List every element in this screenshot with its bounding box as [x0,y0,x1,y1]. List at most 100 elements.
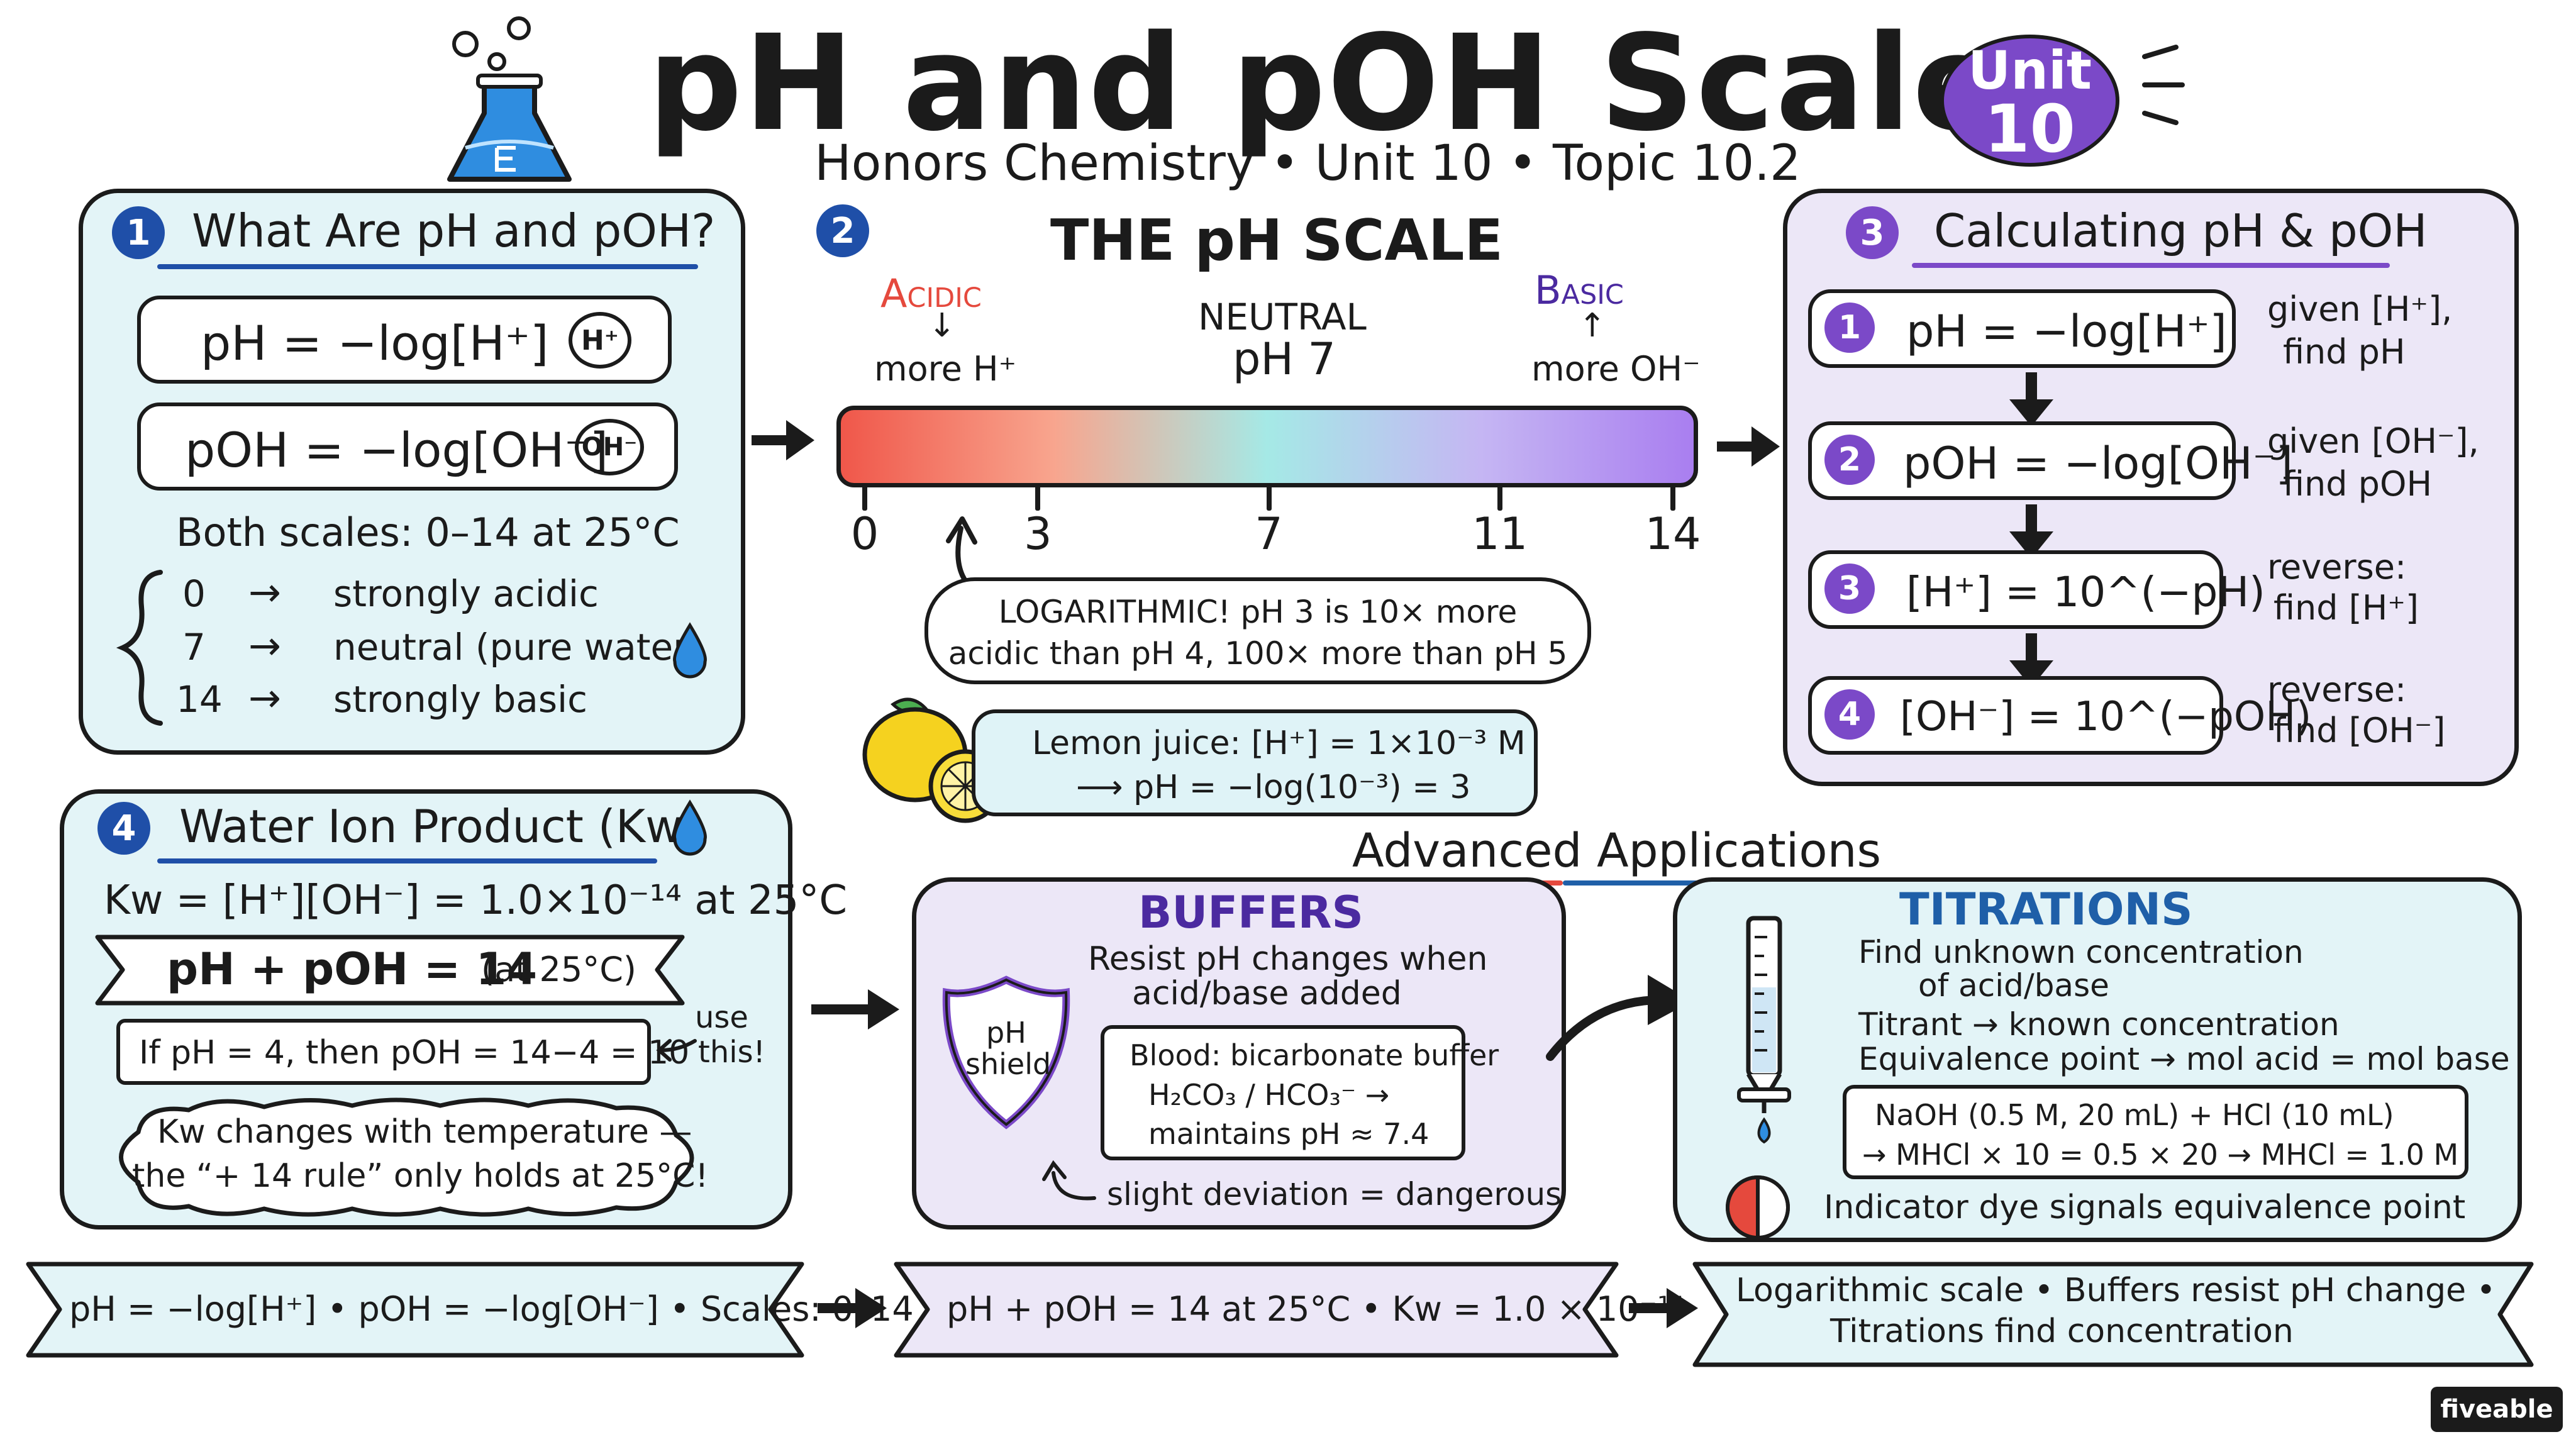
deviation-text: slight deviation = dangerous [1107,1176,1562,1213]
section-4-number: 4 [97,802,150,855]
titration-calc-line-2: → MHCl × 10 = 0.5 × 20 → MHCl = 1.0 M [1862,1138,2459,1172]
arrow-right-icon [1717,426,1780,467]
small-arrow-left-icon [656,1039,697,1062]
ph-tick-mark-3 [1035,484,1041,511]
water-drop-icon [673,622,707,679]
arrow-down-icon [2009,633,2053,687]
ph-formula: pH = −log[H⁺] [201,315,549,371]
section-1-underline [157,264,698,269]
brand-logo-text: fiveable [2440,1395,2553,1424]
buffers-title: BUFFERS [1138,887,1363,938]
shield-icon [942,975,1070,1130]
ph-tick-label-0: 0 [850,508,879,560]
kw-banner-shape [95,935,685,1006]
use-this-line-2: this! [698,1035,765,1070]
titrations-title: TITRATIONS [1899,884,2193,935]
neutral-ph: pH 7 [1233,333,1336,385]
scale-row-1-value: 7 [182,626,206,669]
section-3-title: Calculating pH & pOH [1934,204,2428,257]
burette-icon [1737,916,1791,1144]
brand-logo: fiveable [2431,1387,2563,1432]
arrow-right-icon [1629,1288,1698,1328]
titrations-line-2: of acid/base [1918,967,2109,1004]
emphasis-lines-icon [2142,45,2185,125]
shield-label-1: pH [986,1016,1026,1050]
titrations-line-4: Equivalence point → mol acid = mol base [1858,1041,2510,1077]
arrow-right-icon [818,1288,887,1328]
blood-line-2: H₂CO₃ / HCO₃⁻ → [1148,1078,1390,1112]
ph-tick-mark-0 [862,484,867,511]
ph-tick-label-3: 3 [1024,508,1052,560]
lemon-example-box: Lemon juice: [H⁺] = 1×10⁻³ M ⟶ pH = −log… [972,709,1538,816]
arrow-right-icon [811,989,899,1030]
ph-scale-bar [836,406,1698,487]
buffers-line-2: acid/base added [1132,975,1402,1013]
ph-tick-label-7: 7 [1255,508,1283,560]
calc-step-3-note-1: reverse: [2267,547,2407,587]
section-1-title: What Are pH and pOH? [192,204,716,257]
cloud-shape [119,1097,694,1217]
footer-banner-2-shape [894,1262,1619,1358]
curved-arrow-right-icon [1546,975,1692,1061]
ph-tick-mark-11 [1497,484,1502,511]
scale-row-1-desc: neutral (pure water) [333,626,702,669]
footer-banner-2-text: pH + pOH = 14 at 25°C • Kw = 1.0 × 10⁻¹⁴ [947,1289,1685,1329]
section-4-underline [157,858,657,863]
calc-step-3: 3 [H⁺] = 10^(−pH) [1808,550,2265,629]
footer-banner-3-shape [1692,1262,2534,1367]
water-drop-icon [673,799,707,856]
footer-banner-1-shape [26,1262,804,1358]
calc-step-1-formula: pH = −log[H⁺] [1906,306,2227,357]
calc-step-2: 2 pOH = −log[OH⁻] [1808,421,2293,500]
calc-step-1: 1 pH = −log[H⁺] [1808,289,2236,368]
ph-tick-label-11: 11 [1472,508,1528,560]
arrow-down-icon [2009,372,2053,426]
shield-label-2: shield [965,1047,1052,1081]
flask-icon [447,16,572,182]
ph-formula-box: pH = −log[H⁺] H⁺ [137,296,672,384]
calc-step-4-number: 4 [1824,689,1875,740]
scale-row-2-arrow: → [248,675,281,721]
scale-row-0-arrow: → [248,569,281,615]
section-3-underline [1912,263,2390,268]
scale-row-0-desc: strongly acidic [333,572,599,615]
acidic-label: Acidic [880,270,982,316]
unit-badge-label: Unit [1968,40,2092,101]
logarithmic-line-1: LOGARITHMIC! pH 3 is 10× more [998,594,1518,630]
blood-line-3: maintains pH ≈ 7.4 [1148,1117,1430,1151]
ph-tick-mark-14 [1670,484,1675,511]
section-2-title: THE pH SCALE [1050,208,1503,274]
titrations-card [1673,877,2522,1242]
page-subtitle: Honors Chemistry • Unit 10 • Topic 10.2 [814,135,1801,192]
cloud-line-1: Kw changes with temperature — [157,1113,692,1151]
calc-step-4-formula: [OH⁻] = 10^(−pOH) [1900,694,2312,740]
arrow-right-icon [752,420,814,460]
logarithmic-line-2: acidic than pH 4, 100× more than pH 5 [948,635,1568,672]
blood-line-1: Blood: bicarbonate buffer [1130,1038,1499,1072]
more-h-label: more H⁺ [874,349,1017,389]
h-ion-label: H⁺ [580,324,619,357]
page-title: pH and pOH Scale [648,6,2004,160]
calc-step-1-note-2: find pH [2283,332,2406,372]
titration-calc-line-1: NaOH (0.5 M, 20 mL) + HCl (10 mL) [1875,1098,2394,1132]
section-4-title: Water Ion Product (Kw) [179,800,701,853]
blood-buffer-box: Blood: bicarbonate buffer H₂CO₃ / HCO₃⁻ … [1101,1025,1499,1160]
footer-banner-3-line-2: Titrations find concentration [1830,1313,2294,1350]
arrow-down-icon [2009,504,2053,558]
footer-banner-1-text: pH = −log[H⁺] • pOH = −log[OH⁻] • Scales… [69,1289,914,1329]
lemon-line-2: ⟶ pH = −log(10⁻³) = 3 [1076,769,1471,806]
scale-row-0-value: 0 [182,572,206,615]
calc-step-1-note-1: given [H⁺], [2267,289,2453,329]
oh-ion-icon: OH⁻ [575,419,644,475]
scale-row-2-desc: strongly basic [333,678,588,721]
kw-example-text: If pH = 4, then pOH = 14−4 = 10 [139,1034,690,1072]
kw-banner-sub: (at 25°C) [481,950,636,989]
use-this-line-1: use [695,1000,748,1035]
basic-arrow: ↑ [1579,307,1606,345]
unit-badge-number: 10 [1984,91,2075,167]
calc-step-3-note-2: find [H⁺] [2273,588,2419,628]
ph-tick-mark-7 [1266,484,1272,511]
indicator-text: Indicator dye signals equivalence point [1824,1189,2466,1226]
logarithmic-callout: LOGARITHMIC! pH 3 is 10× more acidic tha… [924,577,1591,684]
calc-step-4-note-2: find [OH⁻] [2273,711,2446,750]
